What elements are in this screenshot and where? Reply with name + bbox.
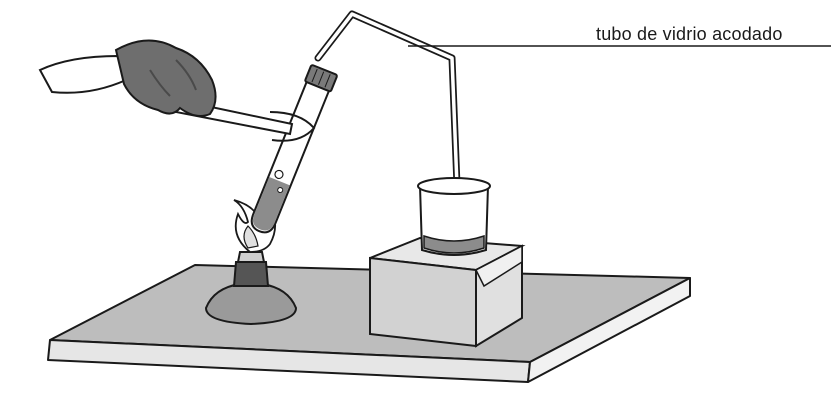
glass-tube-label: tubo de vidrio acodado — [596, 24, 783, 45]
lamp-cap — [234, 262, 268, 286]
glove-icon — [116, 40, 216, 116]
beaker-rim — [418, 178, 490, 194]
sleeve — [40, 56, 126, 93]
gloved-hand — [40, 40, 216, 116]
lamp-collar — [238, 252, 264, 262]
test-tube — [246, 65, 337, 237]
box-front — [370, 258, 476, 346]
beaker — [418, 178, 490, 255]
